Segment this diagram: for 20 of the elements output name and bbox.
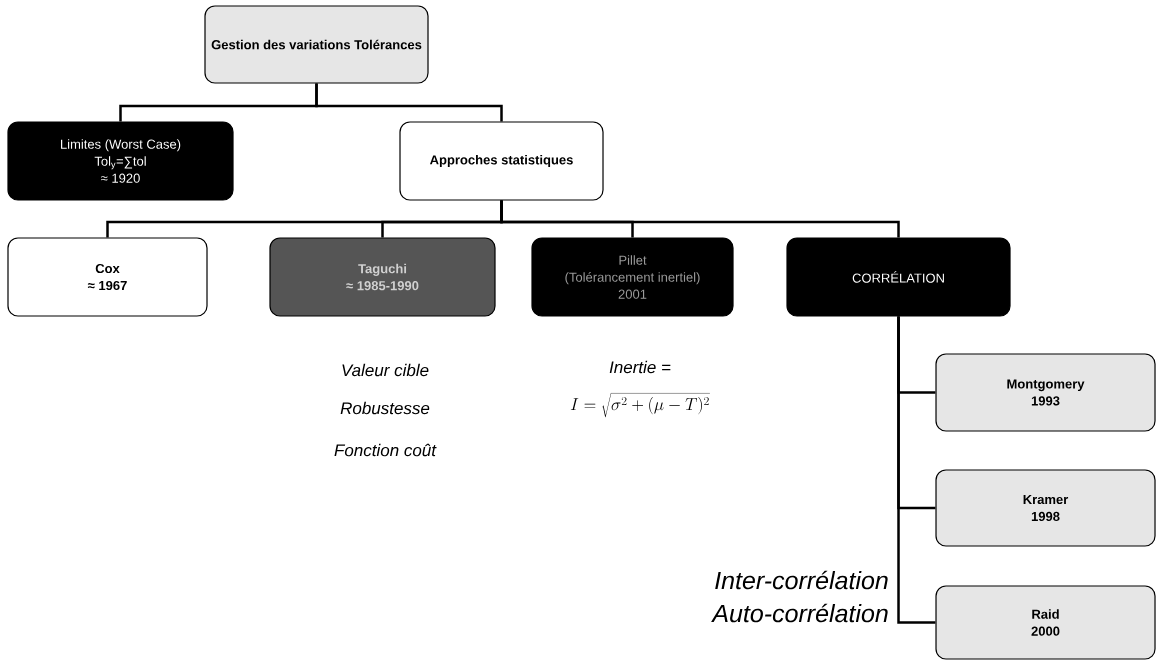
note-text: Auto-corrélation (711, 603, 888, 623)
tree-box: Limites (Worst Case) Tol$_{y}$=∑tol ≈ 1920 (7, 121, 234, 201)
tree-box: Pillet (Tolérancement inertiel) 2001 (531, 237, 734, 317)
tree-box: Raid 2000 (935, 585, 1156, 660)
note-text: Valeur cible (342, 363, 429, 377)
connector-line (897, 316, 936, 624)
connector-line (315, 83, 503, 122)
tree-box: Taguchi ≈ 1985-1990 (269, 237, 496, 317)
tree-box: Kramer 1998 (935, 469, 1156, 547)
note-text: Fonction coût (334, 443, 437, 457)
connector-line (500, 200, 900, 238)
tree-box: Montgomery 1993 (935, 353, 1156, 432)
note-text: Robustesse (340, 401, 430, 415)
tree-box: Gestion des variations Tolérances (204, 5, 429, 84)
tree-box: Cox ≈ 1967 (7, 237, 208, 317)
note-text: Inertie = (609, 360, 671, 374)
tree-box: CORRÉLATION (786, 237, 1011, 317)
tree-box: Approches statistiques (399, 121, 604, 201)
formula: $I = \sqrt{\sigma^{2} + (\mu - T)^{2}}$ (570, 393, 710, 418)
note-text: Inter-corrélation (715, 570, 888, 590)
